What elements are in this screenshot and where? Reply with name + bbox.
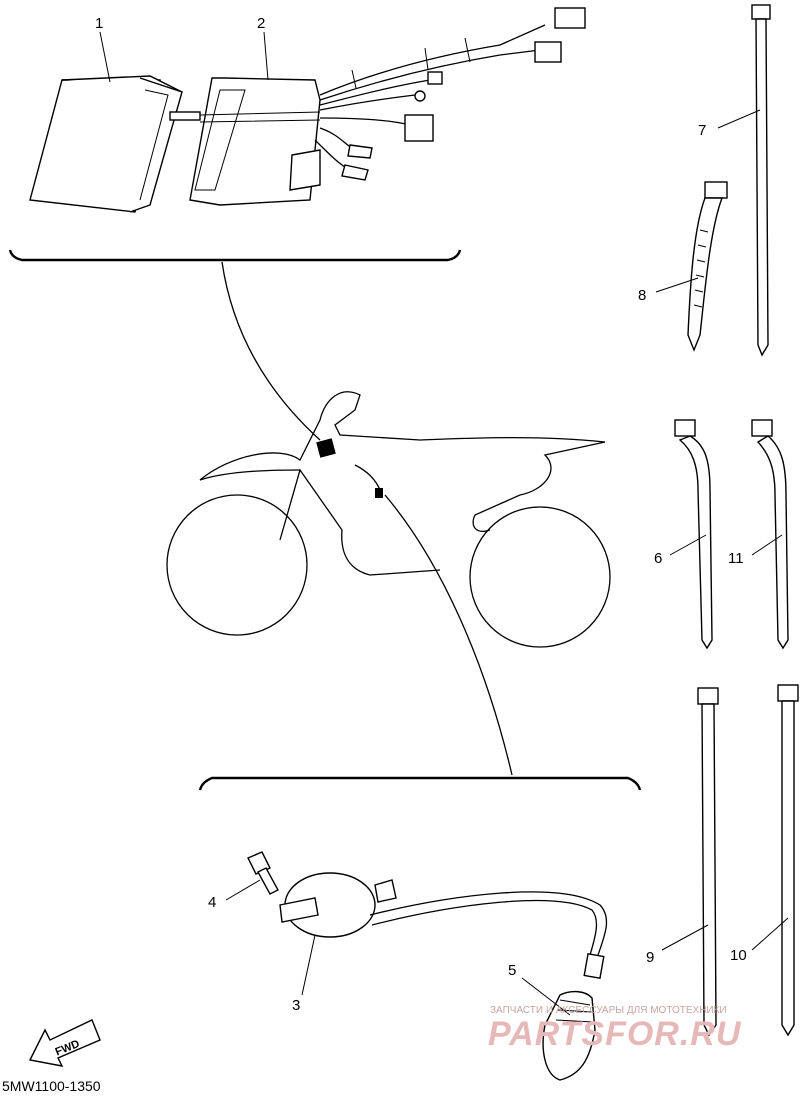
part-3-ignition-coil[interactable] — [279, 872, 608, 980]
callout-11: 11 — [728, 550, 744, 567]
bottom-section-divider — [198, 776, 642, 791]
diagram-code: 5MW1100-1350 — [2, 1078, 101, 1094]
callout-4: 4 — [208, 894, 216, 911]
part-5-spark-plug-cap[interactable] — [542, 990, 596, 1081]
callout-7: 7 — [698, 122, 706, 139]
callout-2: 2 — [257, 15, 265, 32]
watermark-logo: PARTSFOR.RU — [488, 1015, 742, 1053]
part-8-band-tie[interactable] — [687, 181, 728, 352]
callout-8: 8 — [638, 287, 646, 304]
part-10-cable-tie[interactable] — [777, 684, 799, 1037]
part-1-cdi-unit[interactable] — [29, 75, 201, 213]
callout-10: 10 — [730, 947, 747, 964]
part-7-cable-tie[interactable] — [751, 4, 771, 357]
callout-5: 5 — [508, 962, 516, 979]
leader-to-bottom-section — [384, 494, 513, 776]
watermark-top-text: ЗАПЧАСТИ И АКСЕССУАРЫ ДЛЯ МОТОТЕХНИКИ — [490, 1005, 727, 1016]
part-6-cable-tie[interactable] — [674, 419, 713, 650]
callout-6: 6 — [654, 550, 662, 567]
callout-3: 3 — [292, 997, 300, 1014]
top-section-divider — [8, 249, 462, 262]
motorcycle-silhouette — [166, 391, 611, 648]
part-9-cable-tie[interactable] — [697, 687, 719, 1037]
callout-1: 1 — [95, 15, 103, 32]
part-2-wire-harness[interactable] — [189, 7, 586, 206]
callout-9: 9 — [646, 949, 654, 966]
leader-to-top-section — [221, 261, 321, 441]
fwd-arrow: FWD — [28, 1019, 101, 1067]
callout-leaders — [99, 31, 789, 1016]
part-11-cable-tie[interactable] — [751, 419, 789, 650]
part-4-bolt[interactable] — [247, 851, 279, 895]
